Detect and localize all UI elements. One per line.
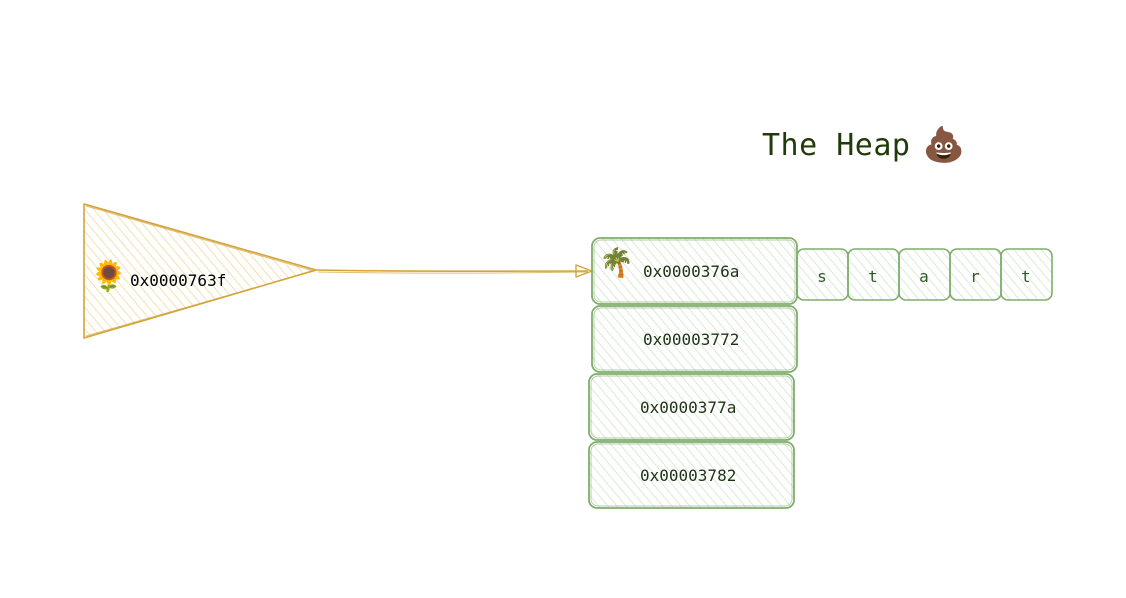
sunflower-icon: 🌻: [90, 258, 127, 294]
char-label: t: [868, 267, 878, 286]
char-label: s: [817, 267, 827, 286]
palm-tree-icon: 🌴: [599, 246, 634, 279]
heap-block-address: 0x0000377a: [640, 398, 736, 417]
heap-title-group: The Heap 💩: [762, 124, 965, 166]
pointer-arrow: [315, 264, 593, 278]
arrowhead-icon: [575, 264, 593, 278]
char-label: r: [970, 267, 980, 286]
char-cell: r: [949, 248, 1002, 301]
pile-of-poo-icon: 💩: [922, 125, 965, 165]
char-cell: t: [1000, 248, 1053, 301]
heap-title: The Heap: [762, 127, 911, 163]
heap-block: [588, 373, 795, 441]
heap-block-address: 0x00003782: [640, 466, 736, 485]
char-cell: a: [898, 248, 951, 301]
char-label: a: [919, 267, 929, 286]
heap-block: [591, 305, 798, 373]
heap-block-address: 0x0000376a: [643, 262, 739, 281]
pointer-address: 0x0000763f: [130, 271, 226, 290]
heap-block: [588, 441, 795, 509]
char-cell: s: [796, 248, 849, 301]
char-cell: t: [847, 248, 900, 301]
heap-block-address: 0x00003772: [643, 330, 739, 349]
char-label: t: [1021, 267, 1031, 286]
pointer-triangle: [83, 203, 317, 339]
